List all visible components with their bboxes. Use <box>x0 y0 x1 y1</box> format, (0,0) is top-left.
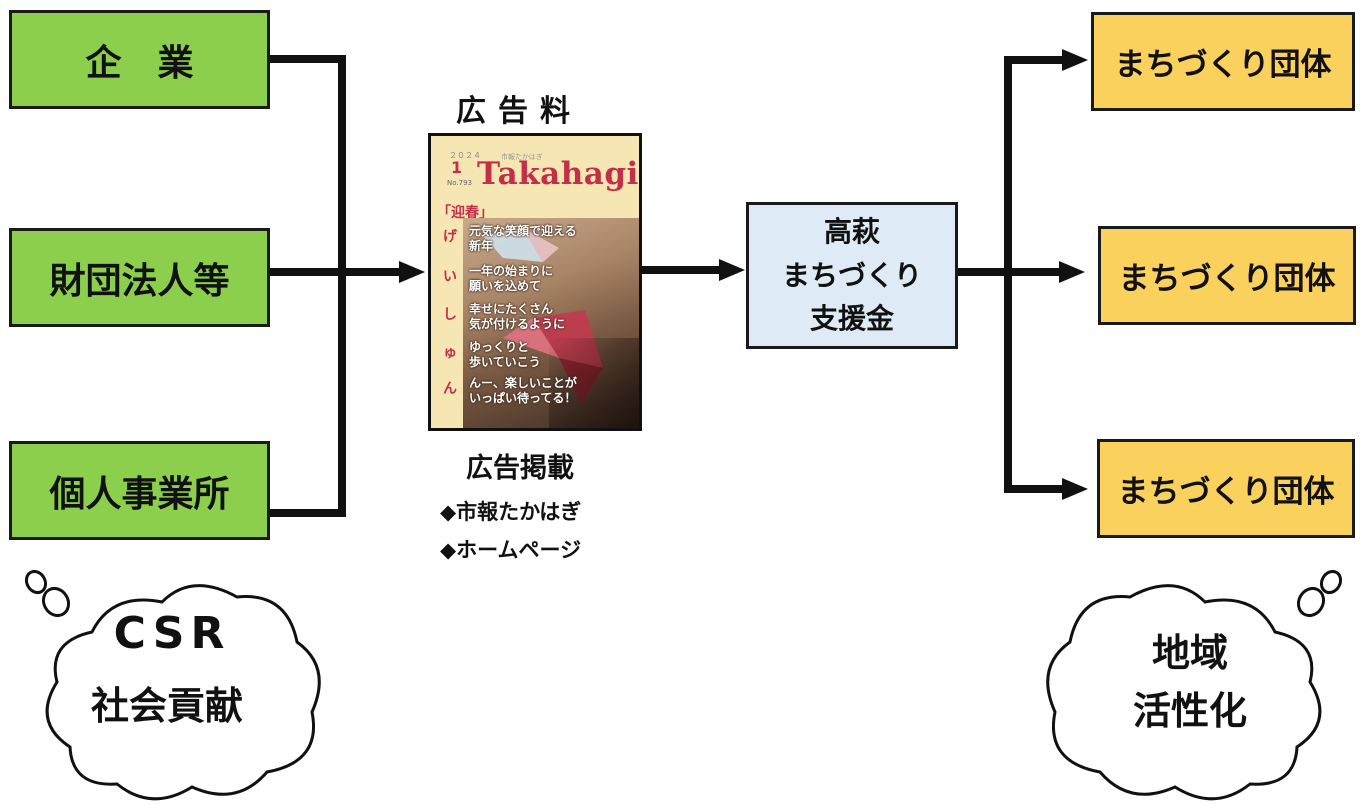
group-label: まちづくり団体 <box>1117 474 1335 510</box>
thought-cloud-left <box>24 569 321 801</box>
group-label: まちづくり団体 <box>1114 47 1332 83</box>
ad-title: 広告掲載 <box>466 453 574 484</box>
source-box-foundation: 財団法人等 <box>9 228 270 327</box>
group-box: まちづくり団体 <box>1091 12 1355 111</box>
cover-line-text: ゆっくりと <box>469 340 530 354</box>
ad-item: ◆ホームページ <box>440 538 582 562</box>
source-box-sole-proprietor: 個人事業所 <box>9 441 270 540</box>
magazine-issue: No.793 <box>447 179 472 187</box>
cover-line: ゆっくりと歩いていこう <box>469 340 637 370</box>
source-label: 企 業 <box>85 42 194 84</box>
source-label: 財団法人等 <box>49 260 230 302</box>
cloud-left-line1: CSR <box>113 608 231 659</box>
arrow-head <box>1062 478 1088 500</box>
magazine-month: 1 <box>451 158 463 177</box>
cover-line-text: 歩いていこう <box>469 355 541 369</box>
cover-kana: し <box>443 307 457 323</box>
cloud-left-line2: 社会貢献 <box>90 684 243 728</box>
photo-shadow <box>549 338 639 428</box>
magazine-cover: ２０２４ 1 No.793 市報たかはぎ Takahagi 「迎春」 げ い し… <box>428 133 642 431</box>
source-label: 個人事業所 <box>49 473 230 515</box>
group-box: まちづくり団体 <box>1097 439 1355 538</box>
thought-cloud-right <box>1046 569 1343 801</box>
magazine-masthead: ２０２４ 1 No.793 市報たかはぎ Takahagi <box>431 136 639 198</box>
fund-line: まちづくり <box>781 258 922 292</box>
arrow-head <box>1059 261 1085 283</box>
source-box-company: 企 業 <box>9 10 270 109</box>
cover-kana: げ <box>443 229 457 245</box>
cover-line: 一年の始まりに願いを込めて <box>469 264 637 294</box>
cover-photo <box>463 218 639 428</box>
fund-line: 高萩 <box>823 215 880 249</box>
group-box: まちづくり団体 <box>1098 226 1356 325</box>
cover-kana: ゅ <box>443 345 457 361</box>
cover-line-text: いっぱい待ってる！ <box>469 391 577 405</box>
cover-line-text: 新年 <box>469 239 494 253</box>
cover-line-text: 一年の始まりに <box>469 264 554 278</box>
cover-line: 幸せにたくさん気が付けるように <box>469 302 637 332</box>
magazine-year: ２０２４ <box>449 151 481 160</box>
magazine-title: Takahagi <box>477 156 639 192</box>
fund-box: 高萩 まちづくり 支援金 <box>746 202 958 349</box>
cover-line-text: んー、楽しいことが <box>469 376 577 390</box>
magazine-feature: 「迎春」 <box>437 205 493 221</box>
magazine-subtitle: 市報たかはぎ <box>501 153 543 161</box>
cover-line-text: 元気な笑顔で迎える <box>469 224 577 238</box>
arrow-head <box>1062 49 1088 71</box>
fee-label: 広告料 <box>456 94 582 129</box>
cover-line: 元気な笑顔で迎える新年 <box>469 224 637 254</box>
arrow-head <box>399 261 425 283</box>
cover-line: んー、楽しいことがいっぱい待ってる！ <box>469 376 637 406</box>
group-label: まちづくり団体 <box>1118 261 1336 297</box>
cloud-right-line1: 地域 <box>1151 631 1228 675</box>
cover-kana: い <box>443 269 457 285</box>
cover-line-text: 願いを込めて <box>469 279 542 293</box>
cover-line-text: 気が付けるように <box>469 317 566 331</box>
arrow-head <box>719 259 745 281</box>
fund-line: 支援金 <box>809 302 894 336</box>
ad-item: ◆市報たかはぎ <box>440 500 582 524</box>
cover-line-text: 幸せにたくさん <box>469 302 554 316</box>
cloud-right-line2: 活性化 <box>1132 689 1247 733</box>
cover-kana: ん <box>443 381 457 397</box>
